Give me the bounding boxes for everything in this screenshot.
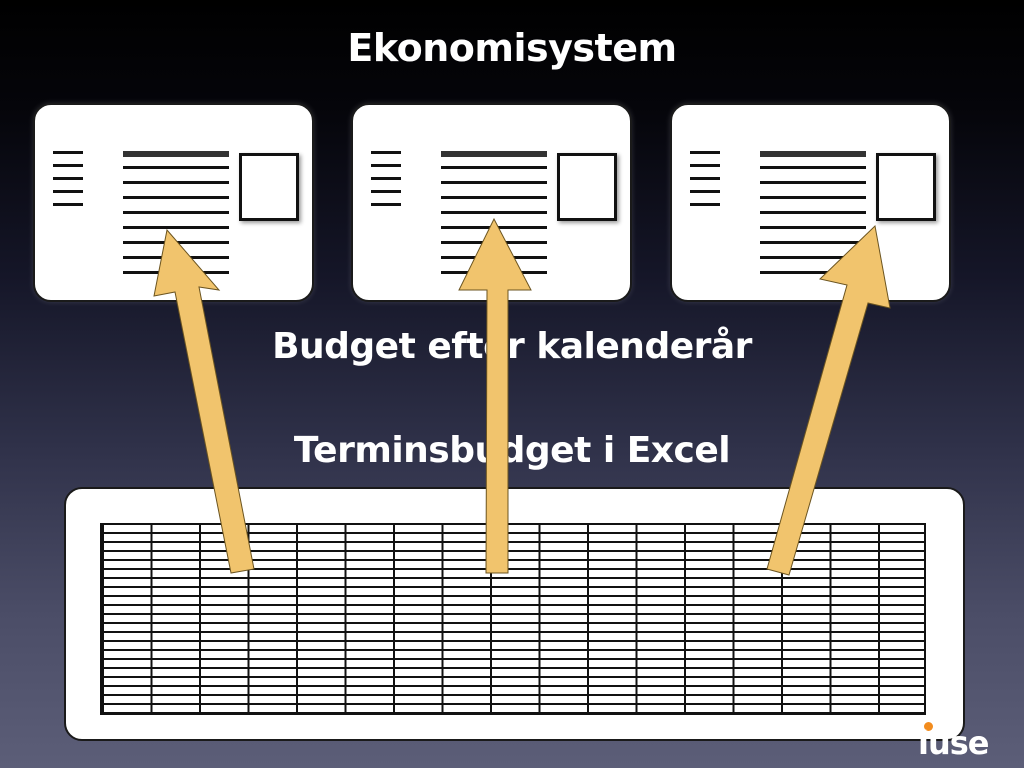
budget-label: Budget efter kalenderår — [272, 326, 752, 367]
document-card-3 — [670, 103, 951, 302]
doc-image-placeholder — [876, 153, 936, 221]
arrow-2 — [458, 217, 532, 574]
term-budget-label: Terminsbudget i Excel — [293, 430, 731, 471]
arrow-3 — [766, 224, 891, 576]
doc-text-lines — [760, 151, 866, 286]
iuse-logo: iuse — [918, 724, 989, 762]
doc-image-placeholder — [239, 153, 299, 221]
doc-margin-lines — [53, 151, 83, 216]
doc-image-placeholder — [557, 153, 617, 221]
slide-title: Ekonomisystem — [347, 26, 677, 70]
doc-margin-lines — [371, 151, 401, 216]
arrow-1 — [153, 228, 255, 574]
doc-margin-lines — [690, 151, 720, 216]
logo-dot — [924, 722, 933, 731]
